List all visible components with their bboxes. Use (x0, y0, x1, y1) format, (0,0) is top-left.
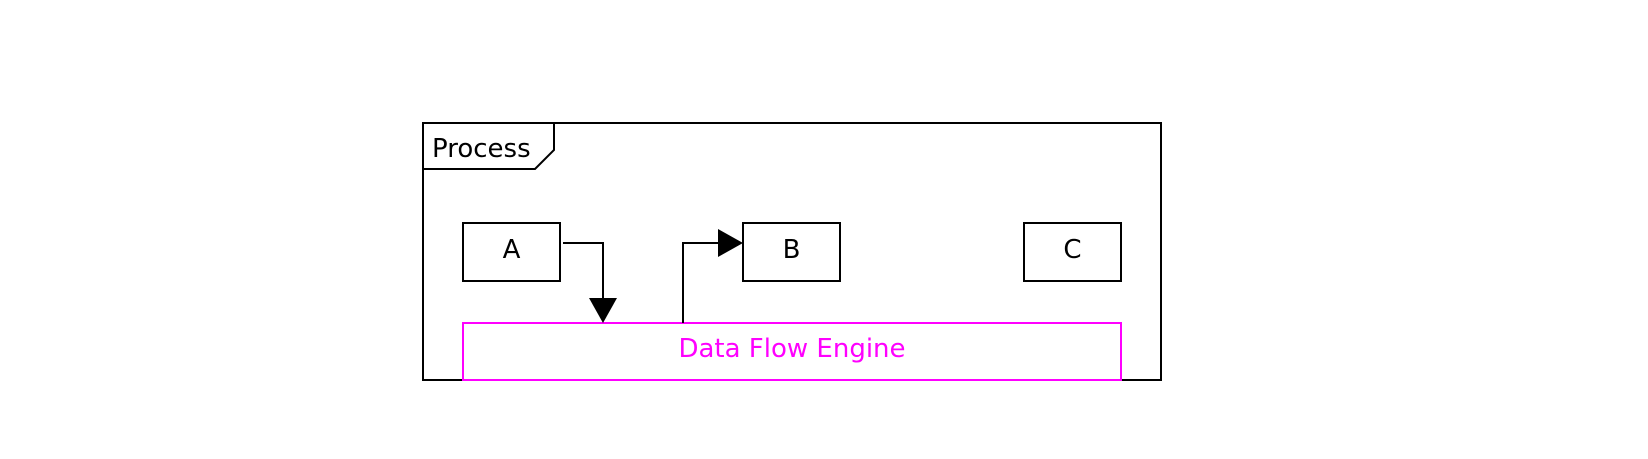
edge-engine-to-b (682, 229, 743, 323)
node-b[interactable]: B (742, 222, 841, 282)
node-a-box (462, 222, 561, 282)
edge-engine-to-b-arrowhead (718, 229, 743, 257)
process-frame-tab (423, 123, 555, 170)
node-b-label: B (783, 235, 801, 265)
data-flow-engine[interactable]: Data Flow Engine (462, 322, 1122, 381)
node-c[interactable]: C (1023, 222, 1122, 282)
edge-a-to-engine (563, 242, 617, 323)
node-c-box (1023, 222, 1122, 282)
node-a[interactable]: A (462, 222, 561, 282)
edge-a-to-engine-line (563, 242, 604, 300)
process-frame-title: Process (432, 134, 531, 164)
data-flow-engine-label: Data Flow Engine (678, 334, 905, 364)
node-b-box (742, 222, 841, 282)
data-flow-engine-box (462, 322, 1122, 381)
edge-a-to-engine-arrowhead (589, 298, 617, 323)
node-a-label: A (503, 235, 521, 265)
edge-engine-to-b-line (682, 242, 720, 323)
node-c-label: C (1063, 235, 1081, 265)
